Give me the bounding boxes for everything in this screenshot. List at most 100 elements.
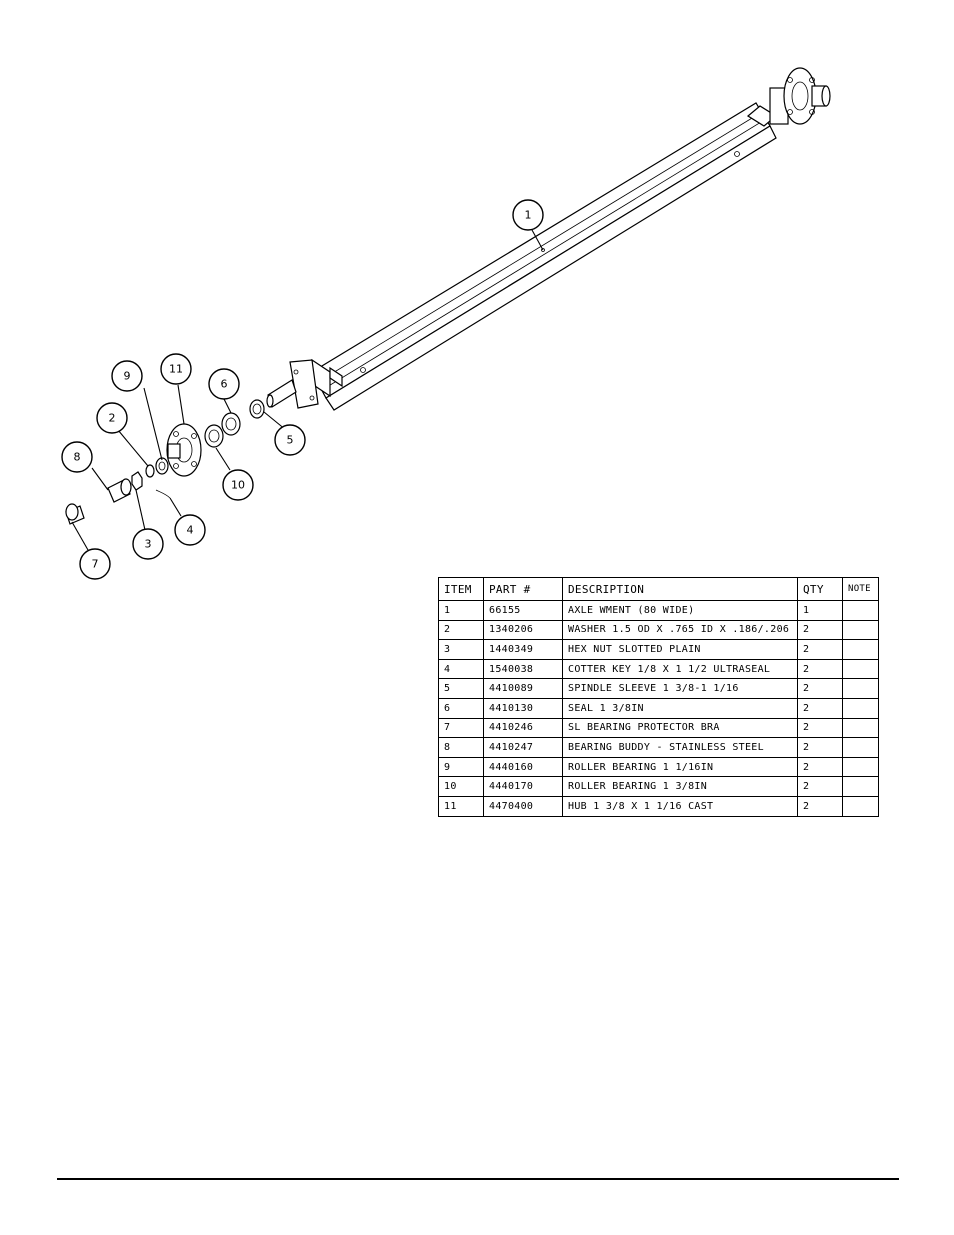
callout-7: 7 — [79, 548, 111, 580]
cell-item: 5 — [438, 678, 484, 699]
cell-note — [842, 756, 879, 778]
callout-2: 2 — [96, 402, 128, 434]
callout-4: 4 — [174, 514, 206, 546]
callout-label: 4 — [187, 524, 194, 537]
callout-6: 6 — [208, 368, 240, 400]
cell-part-number: 1540038 — [483, 658, 563, 680]
roller-bearing-large — [204, 424, 224, 448]
cell-item: 7 — [438, 717, 484, 739]
callout-label: 9 — [124, 370, 131, 383]
cell-note — [842, 658, 879, 680]
cell-part-number: 1440349 — [483, 639, 563, 660]
header-item: ITEM — [438, 577, 484, 601]
cell-item: 10 — [438, 776, 484, 797]
cell-part-number: 4440160 — [483, 756, 563, 778]
callout-11: 11 — [160, 353, 192, 385]
cell-part-number: 4410089 — [483, 678, 563, 699]
cell-description: BEARING BUDDY - STAINLESS STEEL — [562, 737, 798, 758]
cell-part-number: 4410246 — [483, 717, 563, 739]
header-part-number: PART # — [483, 577, 563, 601]
cell-description: HEX NUT SLOTTED PLAIN — [562, 639, 798, 660]
table-header-row: ITEM PART # DESCRIPTION QTY NOTE — [438, 577, 879, 601]
cell-qty: 1 — [797, 600, 843, 621]
cell-part-number: 1340206 — [483, 619, 563, 641]
seal — [221, 412, 241, 436]
cell-note — [842, 737, 879, 758]
cell-note — [842, 619, 879, 641]
cell-description: ROLLER BEARING 1 3/8IN — [562, 776, 798, 797]
cell-qty: 2 — [797, 776, 843, 797]
roller-bearing-small — [155, 457, 169, 475]
cell-item: 1 — [438, 600, 484, 621]
cell-qty: 2 — [797, 658, 843, 680]
cell-note — [842, 678, 879, 699]
axle-tube — [266, 67, 831, 411]
cell-note — [842, 776, 879, 797]
cell-description: COTTER KEY 1/8 X 1 1/2 ULTRASEAL — [562, 658, 798, 680]
cotter-key — [155, 489, 171, 499]
callout-label: 10 — [231, 479, 245, 492]
callout-5: 5 — [274, 424, 306, 456]
callout-label: 11 — [169, 363, 183, 376]
cell-note — [842, 717, 879, 739]
callout-label: 6 — [221, 378, 228, 391]
callout-label: 2 — [109, 412, 116, 425]
cell-qty: 2 — [797, 737, 843, 758]
cell-qty: 2 — [797, 717, 843, 739]
callout-1: 1 — [512, 199, 544, 231]
cell-qty: 2 — [797, 756, 843, 778]
callout-9: 9 — [111, 360, 143, 392]
spindle-sleeve — [249, 399, 265, 419]
cell-item: 6 — [438, 697, 484, 719]
cell-qty: 2 — [797, 795, 843, 817]
callout-label: 8 — [74, 451, 81, 464]
cell-part-number: 4410247 — [483, 737, 563, 758]
cell-part-number: 66155 — [483, 600, 563, 621]
cell-note — [842, 639, 879, 660]
callout-8: 8 — [61, 441, 93, 473]
cell-qty: 2 — [797, 619, 843, 641]
callout-label: 5 — [287, 434, 294, 447]
header-qty: QTY — [797, 577, 843, 601]
cell-qty: 2 — [797, 678, 843, 699]
cell-description: WASHER 1.5 OD X .765 ID X .186/.206 — [562, 619, 798, 641]
hub — [166, 423, 202, 477]
bearing-protector — [65, 503, 85, 525]
cell-item: 2 — [438, 619, 484, 641]
cell-qty: 2 — [797, 697, 843, 719]
cell-note — [842, 697, 879, 719]
header-note: NOTE — [842, 577, 879, 601]
callout-3: 3 — [132, 528, 164, 560]
callout-label: 1 — [525, 209, 532, 222]
cell-part-number: 4410130 — [483, 697, 563, 719]
cell-item: 8 — [438, 737, 484, 758]
bearing-buddy — [107, 478, 132, 503]
cell-description: HUB 1 3/8 X 1 1/16 CAST — [562, 795, 798, 817]
footer-rule — [57, 1178, 899, 1180]
cell-description: SEAL 1 3/8IN — [562, 697, 798, 719]
cell-note — [842, 795, 879, 817]
cell-item: 11 — [438, 795, 484, 817]
cell-item: 4 — [438, 658, 484, 680]
cell-note — [842, 600, 879, 621]
cell-item: 9 — [438, 756, 484, 778]
callout-10: 10 — [222, 469, 254, 501]
callout-label: 7 — [92, 558, 99, 571]
cell-description: SPINDLE SLEEVE 1 3/8-1 1/16 — [562, 678, 798, 699]
cell-description: SL BEARING PROTECTOR BRA — [562, 717, 798, 739]
hex-nut — [131, 471, 143, 491]
leader-lines — [71, 229, 544, 551]
